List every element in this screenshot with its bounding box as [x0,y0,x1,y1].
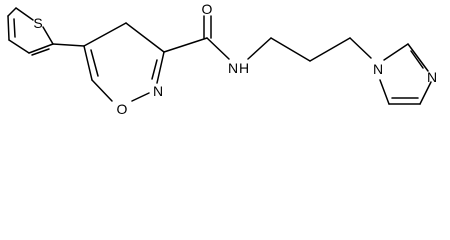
bond [83,22,127,47]
amide-nitrogen-label: N [228,60,238,76]
bond [379,79,390,105]
bond [31,48,50,56]
bond [419,81,432,105]
bond [91,79,113,102]
bond [151,59,158,80]
bond [407,43,429,72]
bond [7,15,10,41]
bond [309,37,351,62]
bond [247,37,272,60]
carbonyl-oxygen-label: O [202,1,213,17]
bond [349,37,372,59]
isoxazole-nitrogen-label: N [153,83,163,99]
bond [410,50,424,69]
bond [28,43,54,54]
amide-hydrogen-label: H [239,60,249,76]
bond [270,37,311,62]
imidazole-n3-label: N [427,69,437,85]
imidazole-ring [379,43,432,105]
imidazole-n1-label: N [373,61,383,77]
molecule-structure: S O N O N H N N [7,1,437,117]
bond [8,39,30,54]
bond [131,92,150,102]
thiophene-sulfur-label: S [33,15,42,31]
bond [15,7,34,21]
thiophene-ring [7,7,54,56]
bond [13,18,16,38]
bond [90,49,99,77]
isoxazole-oxygen-label: O [117,101,128,117]
bond [156,51,165,84]
isoxazole-ring [83,22,165,102]
bond [163,37,208,53]
bond [206,37,230,60]
bond [383,43,409,61]
bond [52,43,85,47]
bond [125,22,165,53]
bond [83,45,93,81]
bond [42,26,54,45]
bond [7,7,17,17]
